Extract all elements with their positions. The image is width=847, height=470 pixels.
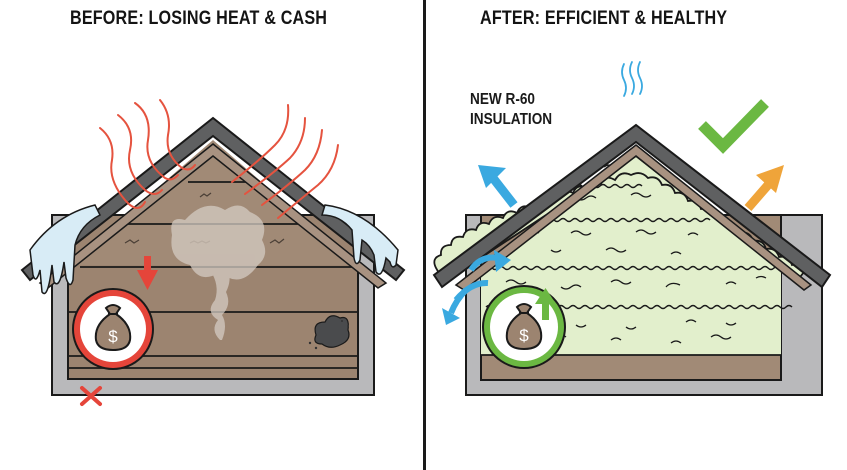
dollar-sign: $: [108, 327, 118, 346]
money-bag-icon: [94, 304, 132, 352]
down-arrow-icon: [137, 256, 158, 290]
before-house-illustration: $: [20, 99, 406, 406]
roof-shingles: [432, 123, 832, 289]
x-mark-icon: [80, 386, 102, 406]
insulation-label: NEW R-60 INSULATION: [470, 91, 553, 128]
gable-wood: [68, 140, 358, 265]
airflow-arrow-orange-icon: [744, 165, 784, 211]
panel-divider: [423, 0, 426, 470]
dollar-sign: $: [519, 326, 529, 345]
airflow-arrow-blue-icon: [478, 165, 518, 208]
mold-spot-icon: [314, 315, 350, 348]
after-house-illustration: $: [432, 61, 832, 396]
up-arrow-icon: [535, 288, 556, 320]
before-title: BEFORE: LOSING HEAT & CASH: [70, 8, 328, 29]
icicles-left-icon: [29, 204, 102, 295]
checkmark-icon: [698, 99, 769, 154]
icicles-right-icon: [320, 204, 399, 275]
roof-shingles: [20, 116, 406, 282]
money-bag-icon: [505, 303, 543, 351]
vapor-waves-icon: [621, 61, 643, 97]
before-panel: BEFORE: LOSING HEAT & CASH: [0, 0, 423, 470]
moisture-cloud-icon: [171, 205, 266, 340]
dust-marks: [124, 192, 285, 244]
after-panel: AFTER: EFFICIENT & HEALTHY: [426, 0, 847, 470]
after-title: AFTER: EFFICIENT & HEALTHY: [480, 8, 728, 29]
heat-waves-icon: [99, 99, 339, 219]
insulation-fiber-marks: [505, 164, 767, 344]
